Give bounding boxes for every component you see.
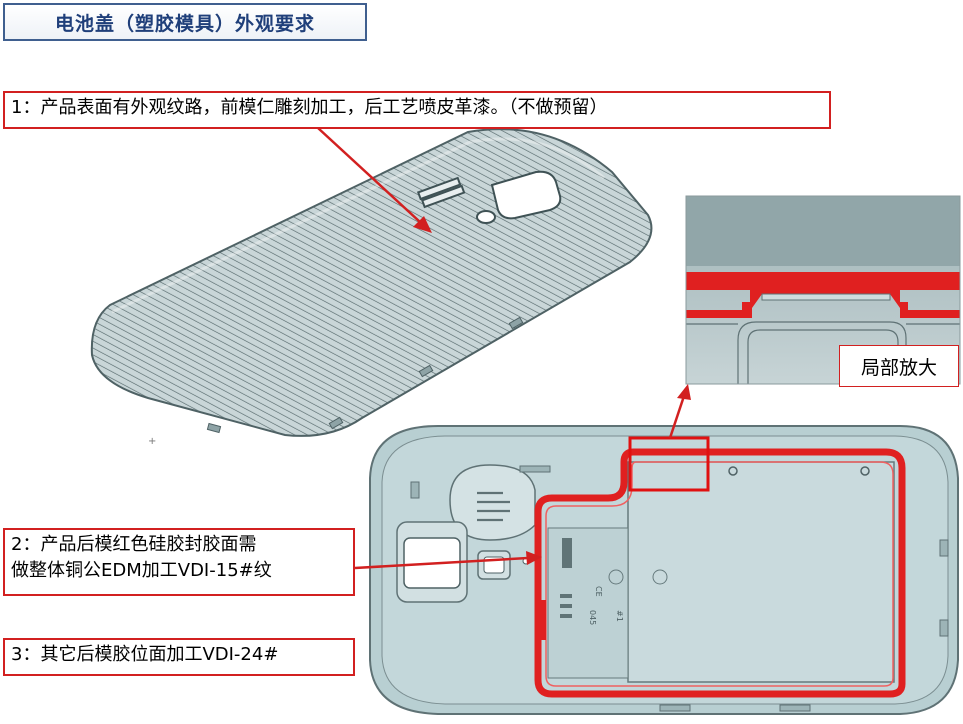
note-front-texture-text: 1：产品表面有外观纹路，前模仁雕刻加工，后工艺喷皮革漆。（不做预留） (11, 97, 608, 118)
marking-1: #1 (615, 610, 624, 622)
cover-inner-view: CE 045 #1 (369, 425, 959, 715)
page-title: 电池盖（塑胶模具）外观要求 (3, 3, 367, 41)
arrow-note2 (354, 551, 542, 570)
note-other-surfaces: 3：其它后模胶位面加工VDI-24# (3, 638, 355, 676)
detail-callout-box (628, 436, 710, 492)
note-front-texture: 1：产品表面有外观纹路，前模仁雕刻加工，后工艺喷皮革漆。（不做预留） (3, 91, 831, 129)
note-silicone-edm-line2: 做整体铜公EDM加工VDI-15#纹 (11, 560, 272, 581)
note-other-surfaces-text: 3：其它后模胶位面加工VDI-24# (11, 644, 279, 665)
zoom-detail-image (685, 195, 961, 385)
marking-ce: CE (594, 586, 603, 597)
marking-045: 045 (588, 610, 597, 625)
textured-cover-image: + (90, 128, 653, 447)
arrow-zoom (668, 384, 691, 439)
note-silicone-edm: 2：产品后模红色硅胶封胶面需 做整体铜公EDM加工VDI-15#纹 (3, 528, 355, 596)
arrow-note1 (317, 127, 432, 233)
note-silicone-edm-line1: 2：产品后模红色硅胶封胶面需 (11, 534, 257, 555)
svg-text:+: + (148, 436, 156, 447)
zoom-label: 局部放大 (839, 345, 959, 387)
